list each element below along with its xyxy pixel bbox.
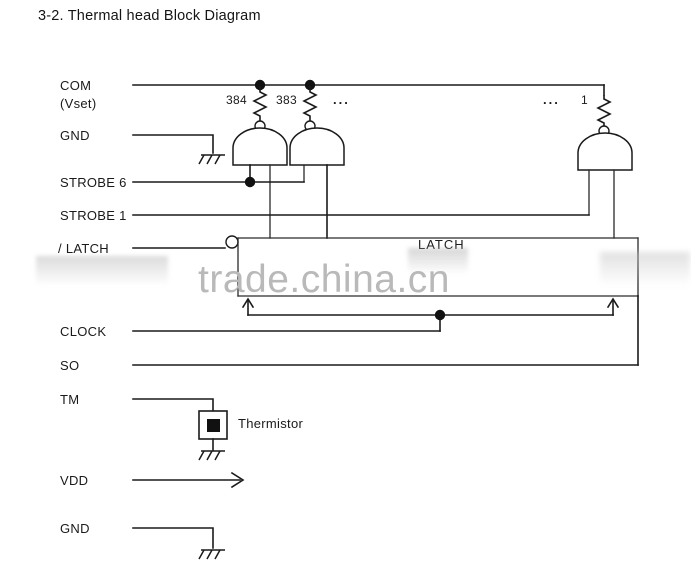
vdd-arrow-head: [230, 471, 245, 489]
nand-gate-383-body: [289, 127, 345, 166]
resistor-384-group: [252, 86, 268, 132]
so-group: [132, 295, 639, 366]
signal-label-gnd-top: GND: [60, 128, 90, 143]
signal-label-clock: CLOCK: [60, 324, 107, 339]
resistor-label-1: 1: [581, 93, 588, 107]
clock-group: [132, 297, 620, 332]
clock-arrow-left-head: [241, 297, 255, 309]
junction-dot-strobe6: [244, 176, 256, 188]
signal-label-gnd-bot: GND: [60, 521, 90, 536]
resistor-1-group: [596, 95, 612, 137]
resistor-383-group: [302, 86, 318, 132]
nand-gate-383: [289, 127, 345, 239]
signal-label-strobe1: STROBE 1: [60, 208, 127, 223]
latch-invert-bubble: [225, 235, 239, 249]
ellipsis-right: ...: [543, 92, 560, 107]
page-title: 3-2. Thermal head Block Diagram: [38, 8, 261, 24]
signal-label-vdd: VDD: [60, 473, 89, 488]
nand-gate-384: [232, 127, 288, 239]
resistor-384-zigzag: [252, 86, 268, 122]
tm-wire: [132, 398, 214, 412]
gnd-bottom-group: [132, 527, 225, 560]
signal-label-so: SO: [60, 358, 80, 373]
junction-dot-383: [304, 79, 316, 91]
ground-symbol-bottom: [198, 549, 225, 560]
resistor-label-383: 383: [276, 93, 297, 107]
signal-label-vset: (Vset): [60, 96, 97, 111]
gnd-top-group: [132, 134, 225, 165]
gnd-bottom-wire: [132, 527, 214, 549]
resistor-1-zigzag: [596, 95, 612, 127]
ground-symbol-top: [198, 154, 225, 165]
ellipsis-left: ...: [333, 92, 350, 107]
nand-gate-1-body: [577, 132, 633, 171]
latch-block-label: LATCH: [418, 237, 465, 252]
thermistor-core: [207, 419, 220, 432]
junction-dot-clock: [434, 309, 446, 321]
resistor-383-zigzag: [302, 86, 318, 122]
nand-gate-1: [577, 132, 633, 239]
com-rail-group: [132, 79, 605, 96]
nand-gate-384-body: [232, 127, 288, 166]
clock-arrow-right-head: [606, 297, 620, 309]
signal-label-strobe6: STROBE 6: [60, 175, 127, 190]
signal-label-com: COM: [60, 78, 92, 93]
thermistor-label: Thermistor: [238, 416, 304, 431]
tm-group: [132, 398, 228, 461]
signal-label-latch-in: / LATCH: [58, 241, 109, 256]
vdd-group: [132, 471, 245, 489]
junction-dot-384: [254, 79, 266, 91]
signal-label-tm: TM: [60, 392, 80, 407]
latch-block-group: [132, 235, 639, 297]
ground-symbol-thermistor: [198, 450, 225, 461]
resistor-label-384: 384: [226, 93, 247, 107]
strobe6-group: [132, 176, 305, 188]
gnd-top-wire: [132, 134, 214, 154]
